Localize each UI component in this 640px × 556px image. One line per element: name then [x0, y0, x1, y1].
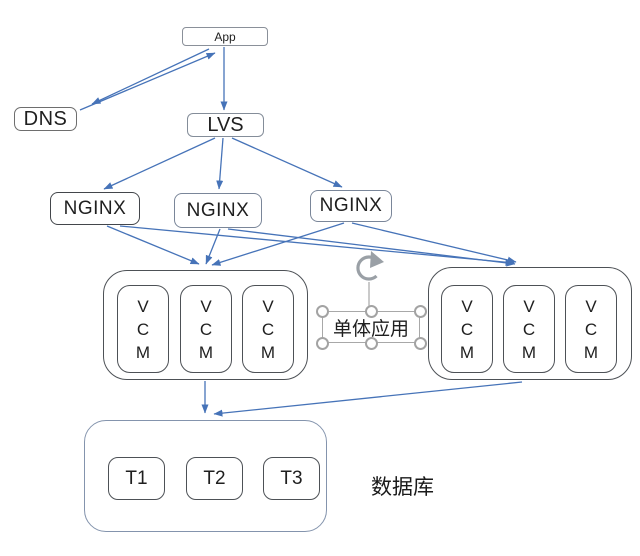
node-t2-label: T2 [203, 467, 226, 489]
textbox-monolith-label: 单体应用 [332, 318, 409, 340]
vcm-letter: C [261, 319, 275, 339]
node-nginx-2[interactable]: NGINX [174, 193, 262, 228]
selection-handle-bottom-center[interactable] [364, 336, 378, 350]
vcm-letter: M [260, 342, 276, 362]
selection-handle-top-right[interactable] [413, 304, 427, 318]
vcm-letter: V [523, 296, 535, 316]
vcm-letter: V [262, 296, 274, 316]
node-dns-label: DNS [23, 107, 68, 130]
vcm-letter: M [135, 342, 151, 362]
node-t3[interactable]: T3 [263, 457, 320, 500]
database-label: 数据库 [371, 476, 434, 499]
node-app-label: App [214, 29, 236, 44]
node-t1-label: T1 [125, 467, 148, 489]
vcm-letter: M [459, 342, 475, 362]
vcm-letter: C [136, 319, 150, 339]
vcm-letter: C [199, 319, 213, 339]
vcm-letter: C [584, 319, 598, 339]
node-t3-label: T3 [280, 467, 303, 489]
node-vcm-right-3[interactable]: V C M [565, 285, 617, 373]
selection-handle-top-left[interactable] [315, 304, 329, 318]
node-vcm-left-2[interactable]: V C M [180, 285, 232, 373]
selection-handle-top-center[interactable] [364, 304, 378, 318]
node-nginx-3-label: NGINX [319, 195, 383, 216]
node-lvs-label: LVS [207, 113, 244, 136]
node-dns[interactable]: DNS [14, 107, 77, 131]
node-nginx-3[interactable]: NGINX [310, 190, 392, 222]
vcm-letter: V [137, 296, 149, 316]
vcm-letter: V [585, 296, 597, 316]
rotate-handle-icon [356, 251, 384, 281]
vcm-letter: C [522, 319, 536, 339]
vcm-letter: M [198, 342, 214, 362]
node-lvs[interactable]: LVS [187, 113, 264, 137]
node-nginx-1-label: NGINX [63, 197, 127, 219]
vcm-letter: V [200, 296, 212, 316]
node-vcm-right-1[interactable]: V C M [441, 285, 493, 373]
node-vcm-left-1[interactable]: V C M [117, 285, 169, 373]
node-app[interactable]: App [182, 27, 268, 46]
vcm-letter: C [460, 319, 474, 339]
node-nginx-2-label: NGINX [186, 199, 250, 221]
vcm-letter: M [583, 342, 599, 362]
selection-handle-bottom-left[interactable] [315, 336, 329, 350]
vcm-letter: M [521, 342, 537, 362]
node-t2[interactable]: T2 [186, 457, 243, 500]
node-nginx-1[interactable]: NGINX [50, 192, 140, 225]
node-vcm-right-2[interactable]: V C M [503, 285, 555, 373]
node-t1[interactable]: T1 [108, 457, 165, 500]
selection-handle-bottom-right[interactable] [413, 336, 427, 350]
node-vcm-left-3[interactable]: V C M [242, 285, 294, 373]
vcm-letter: V [461, 296, 473, 316]
